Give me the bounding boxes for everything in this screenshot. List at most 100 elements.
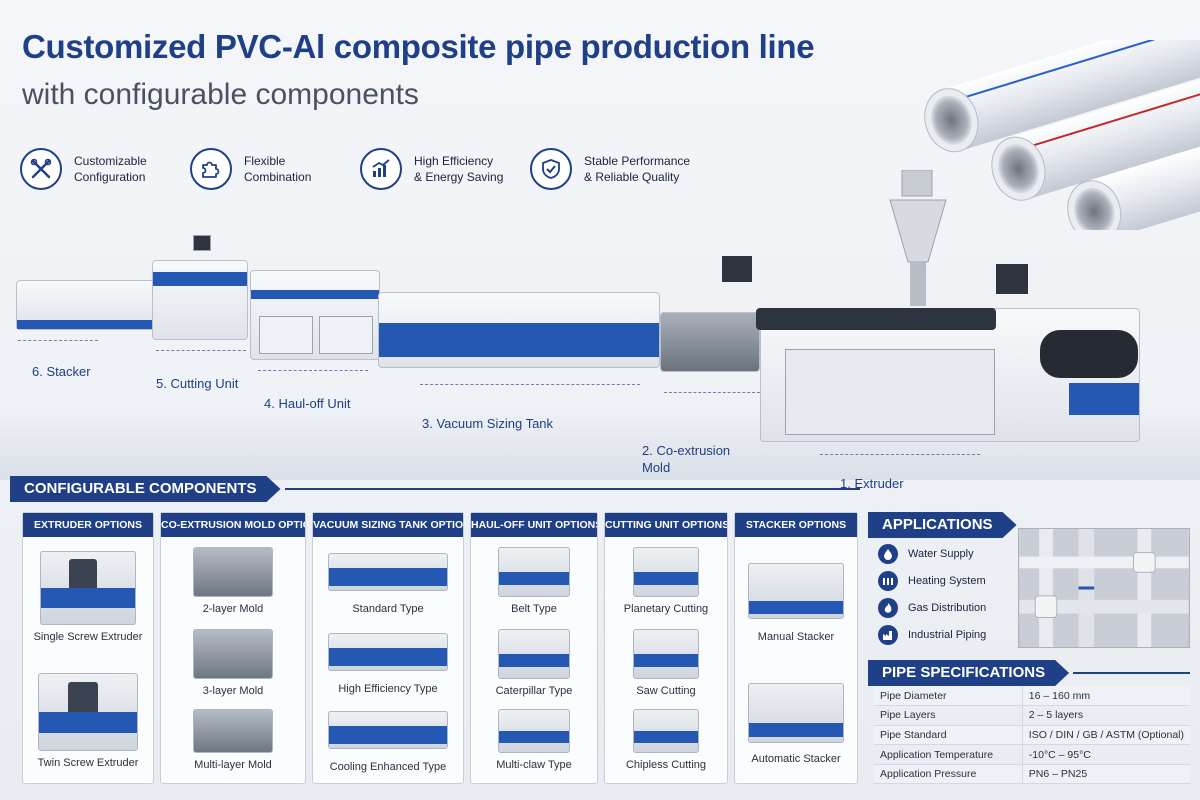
haul-off-options-column: HAUL-OFF UNIT OPTIONS Belt Type Caterpil… [470,512,598,784]
option-caption: Manual Stacker [757,631,835,643]
stage-leader [18,340,98,341]
factory-icon [878,624,898,645]
option-image [328,633,448,671]
spec-name: Application Temperature [874,744,1023,765]
spec-value: 2 – 5 layers [1022,705,1190,726]
application-item: Water Supply [878,540,986,567]
option-item: High Efficiency Type [313,633,463,695]
stage-label-haul-off: 4. Haul-off Unit [264,396,351,411]
vacuum-tank-machine [378,292,660,368]
stage-leader [820,454,980,455]
option-image [193,629,273,679]
pipe-samples-image [924,40,1200,230]
option-caption: High Efficiency Type [338,683,438,695]
stage-leader [258,370,368,371]
option-image [193,547,273,597]
stacker-options-column: STACKER OPTIONS Manual Stacker Automatic… [734,512,858,784]
column-heading: CO-EXTRUSION MOLD OPTIONS [161,513,305,537]
cutting-unit-machine [152,235,248,340]
growth-chart-icon [360,148,402,190]
shield-check-icon [530,148,572,190]
spec-name: Pipe Diameter [874,686,1023,707]
hopper-image [889,170,947,306]
stage-leader [156,350,246,351]
option-caption: Planetary Cutting [623,603,709,615]
spec-name: Pipe Layers [874,705,1023,726]
feature-label: High Efficiency & Energy Saving [414,154,504,184]
option-image [748,683,844,743]
production-line-image: 6. Stacker 5. Cutting Unit 4. Haul-off U… [0,170,1200,491]
wrench-cross-icon [20,148,62,190]
extruder-barrel [756,308,996,330]
application-item: Heating System [878,567,986,594]
option-item: Multi-claw Type [471,709,597,771]
option-image [633,709,699,753]
option-item: Twin Screw Extruder [23,673,153,769]
option-image [328,711,448,749]
option-caption: Automatic Stacker [751,753,841,765]
spec-row: Application Temperature-10°C – 95°C [874,744,1190,765]
spec-value: ISO / DIN / GB / ASTM (Optional) [1022,725,1190,746]
stage-leader [664,392,760,393]
co-extrusion-mold-machine [660,312,760,372]
specs-heading: PIPE SPECIFICATIONS [868,660,1069,686]
option-caption: Multi-claw Type [496,759,572,771]
column-heading: HAUL-OFF UNIT OPTIONS [471,513,597,537]
puzzle-icon [190,148,232,190]
mold-control-screen [722,256,752,282]
stage-label-extruder: 1. Extruder [840,476,904,491]
option-item: Planetary Cutting [605,547,727,615]
mold-options-column: CO-EXTRUSION MOLD OPTIONS 2-layer Mold 3… [160,512,306,784]
application-item: Gas Distribution [878,594,986,621]
application-label: Water Supply [908,547,974,560]
application-label: Gas Distribution [908,601,987,614]
extruder-control-screen [996,264,1028,294]
option-image [633,547,699,597]
option-item: Single Screw Extruder [23,551,153,643]
radiator-icon [878,570,898,591]
option-image [328,553,448,591]
option-caption: Standard Type [352,603,424,615]
option-item: Belt Type [471,547,597,615]
feature-efficiency: High Efficiency & Energy Saving [360,148,510,190]
applications-list: Water Supply Heating System Gas Distribu… [878,540,986,648]
applications-heading: APPLICATIONS [868,512,1017,538]
stacker-machine [16,280,156,330]
specs-section-header: PIPE SPECIFICATIONS [868,660,1190,686]
configurable-section-header: CONFIGURABLE COMPONENTS [10,476,860,502]
option-item: 3-layer Mold [161,629,305,697]
extruder-options-column: EXTRUDER OPTIONS Single Screw Extruder T… [22,512,154,784]
page-subtitle: with configurable components [22,78,419,111]
application-label: Heating System [908,574,986,587]
option-item: Automatic Stacker [735,683,857,765]
option-caption: Cooling Enhanced Type [329,761,447,773]
page-title: Customized PVC-Al composite pipe product… [22,28,815,65]
feature-label: Flexible Combination [244,154,312,184]
option-caption: Twin Screw Extruder [37,757,139,769]
flame-icon [878,597,898,618]
header-rule [284,488,860,490]
spec-name: Pipe Standard [874,725,1023,746]
extruder-motor [1040,330,1138,378]
option-caption: Chipless Cutting [625,759,707,771]
column-heading: CUTTING UNIT OPTIONS [605,513,727,537]
column-heading: STACKER OPTIONS [735,513,857,537]
application-label: Industrial Piping [908,628,987,641]
column-heading: EXTRUDER OPTIONS [23,513,153,537]
spec-name: Application Pressure [874,764,1023,785]
option-item: Chipless Cutting [605,709,727,771]
option-item: Standard Type [313,553,463,615]
option-caption: 2-layer Mold [202,603,264,615]
feature-customizable: Customizable Configuration [20,148,170,190]
option-caption: Single Screw Extruder [33,631,143,643]
stage-label-vacuum-tank: 3. Vacuum Sizing Tank [422,416,554,431]
option-caption: Caterpillar Type [495,685,573,697]
option-item: Cooling Enhanced Type [313,711,463,773]
stage-leader [420,384,640,385]
water-drop-icon [878,543,898,564]
